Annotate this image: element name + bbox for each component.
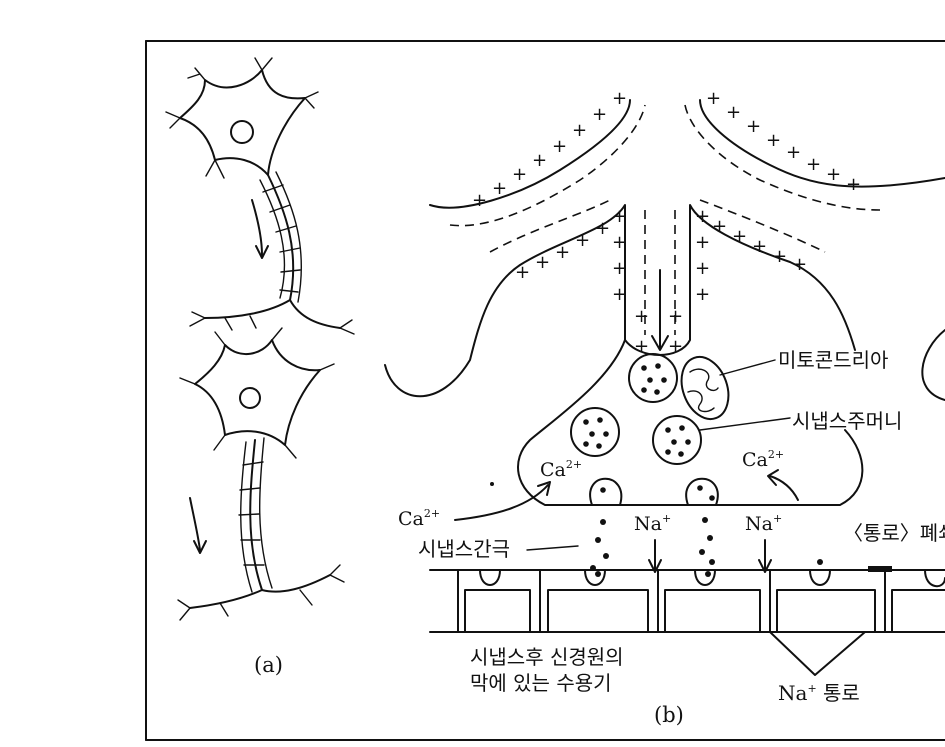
neurotransmitter-molecules: [490, 482, 823, 577]
membrane-charges: + + + + + + + + + + + + + + + + + + + + …: [472, 88, 861, 357]
svg-text:+: +: [695, 284, 710, 305]
svg-text:+: +: [575, 230, 590, 251]
svg-text:+: +: [846, 174, 861, 195]
svg-text:+: +: [612, 284, 627, 305]
svg-text:+: +: [572, 120, 587, 141]
upper-axon: [267, 174, 295, 301]
ca-label-outside: Ca2+: [398, 507, 440, 530]
svg-text:+: +: [726, 102, 741, 123]
ca-label-inside-left: Ca2+: [540, 458, 582, 481]
svg-text:+: +: [515, 262, 530, 283]
svg-text:+: +: [592, 104, 607, 125]
upper-neuron-nucleus: [230, 120, 254, 144]
svg-text:+: +: [712, 216, 727, 237]
svg-text:+: +: [786, 142, 801, 163]
upper-neuron-soma: [179, 69, 306, 176]
svg-text:+: +: [472, 190, 487, 211]
panel-b-label: (b): [654, 703, 684, 727]
svg-text:+: +: [612, 206, 627, 227]
svg-text:+: +: [826, 164, 841, 185]
svg-text:+: +: [668, 336, 683, 357]
svg-text:+: +: [535, 252, 550, 273]
na-label-left: Na+: [634, 512, 671, 535]
svg-text:+: +: [612, 258, 627, 279]
channel-closed-label: 〈통로〉폐쇄: [843, 521, 945, 545]
ca-label-inside-right: Ca2+: [742, 448, 784, 471]
svg-text:+: +: [792, 254, 807, 275]
figure-frame: [145, 40, 945, 741]
svg-text:+: +: [695, 258, 710, 279]
svg-text:+: +: [772, 246, 787, 267]
svg-text:+: +: [512, 164, 527, 185]
svg-text:+: +: [746, 116, 761, 137]
lower-neuron-nucleus: [239, 387, 261, 409]
svg-text:+: +: [555, 242, 570, 263]
mitochondria-label: 미토콘드리아: [778, 348, 888, 372]
presynaptic-terminal: [384, 99, 945, 506]
lower-neuron-soma: [194, 339, 321, 446]
na-label-right: Na+: [745, 512, 782, 535]
synaptic-vesicle-label: 시냅스주머니: [792, 409, 902, 433]
synaptic-vesicles: [570, 353, 719, 506]
svg-text:+: +: [695, 206, 710, 227]
svg-text:+: +: [806, 154, 821, 175]
svg-text:+: +: [612, 88, 627, 109]
svg-text:+: +: [732, 226, 747, 247]
terminal-bulb-outline: [384, 204, 856, 398]
receptor-label-line2: 막에 있는 수용기: [470, 671, 612, 695]
svg-text:+: +: [668, 306, 683, 327]
svg-text:+: +: [595, 218, 610, 239]
svg-text:+: +: [695, 232, 710, 253]
svg-text:+: +: [492, 178, 507, 199]
svg-text:+: +: [634, 336, 649, 357]
svg-text:+: +: [634, 306, 649, 327]
svg-text:+: +: [766, 130, 781, 151]
synaptic-cleft-label: 시냅스간극: [418, 537, 510, 561]
receptor-label-line1: 시냅스후 신경원의: [470, 645, 624, 669]
svg-text:+: +: [552, 136, 567, 157]
svg-text:+: +: [752, 236, 767, 257]
postsynaptic-membrane: [429, 566, 945, 633]
mitochondrion: [680, 356, 730, 420]
na-channel-label: Na+ 통로: [778, 681, 860, 705]
svg-text:+: +: [706, 88, 721, 109]
svg-text:+: +: [532, 150, 547, 171]
neuron-chain-illustration: [165, 57, 355, 621]
panel-a-label: (a): [254, 653, 283, 677]
svg-text:+: +: [612, 232, 627, 253]
